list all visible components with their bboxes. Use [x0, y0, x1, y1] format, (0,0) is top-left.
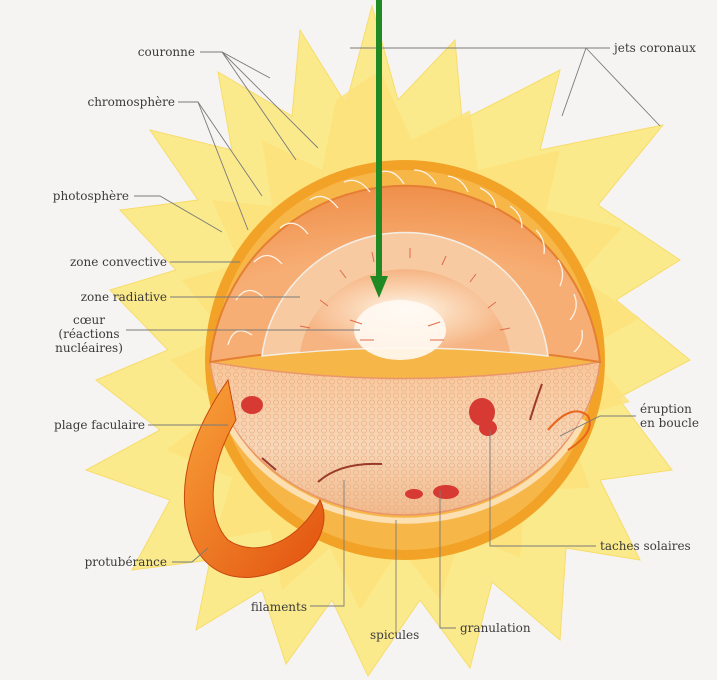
label-plage-faculaire: plage faculaire	[54, 418, 145, 432]
label-eruption-line2: en boucle	[640, 416, 699, 430]
label-couronne: couronne	[138, 45, 195, 59]
label-protuberance: protubérance	[85, 555, 167, 569]
label-coeur-line3: nucléaires)	[50, 341, 128, 355]
label-coeur-line2: (réactions	[50, 327, 128, 341]
label-photosphere: photosphère	[53, 189, 129, 203]
label-filaments: filaments	[251, 600, 307, 614]
label-eruption: éruption en boucle	[640, 402, 699, 430]
label-eruption-line1: éruption	[640, 402, 699, 416]
label-spicules: spicules	[370, 628, 419, 642]
label-jets-coronaux: jets coronaux	[614, 41, 696, 55]
label-granulation: granulation	[460, 621, 531, 635]
label-zone-radiative: zone radiative	[81, 290, 167, 304]
label-coeur: cœur (réactions nucléaires)	[50, 313, 128, 355]
label-coeur-line1: cœur	[50, 313, 128, 327]
label-chromosphere: chromosphère	[87, 95, 175, 109]
label-zone-convective: zone convective	[70, 255, 167, 269]
label-taches-solaires: taches solaires	[600, 539, 691, 553]
